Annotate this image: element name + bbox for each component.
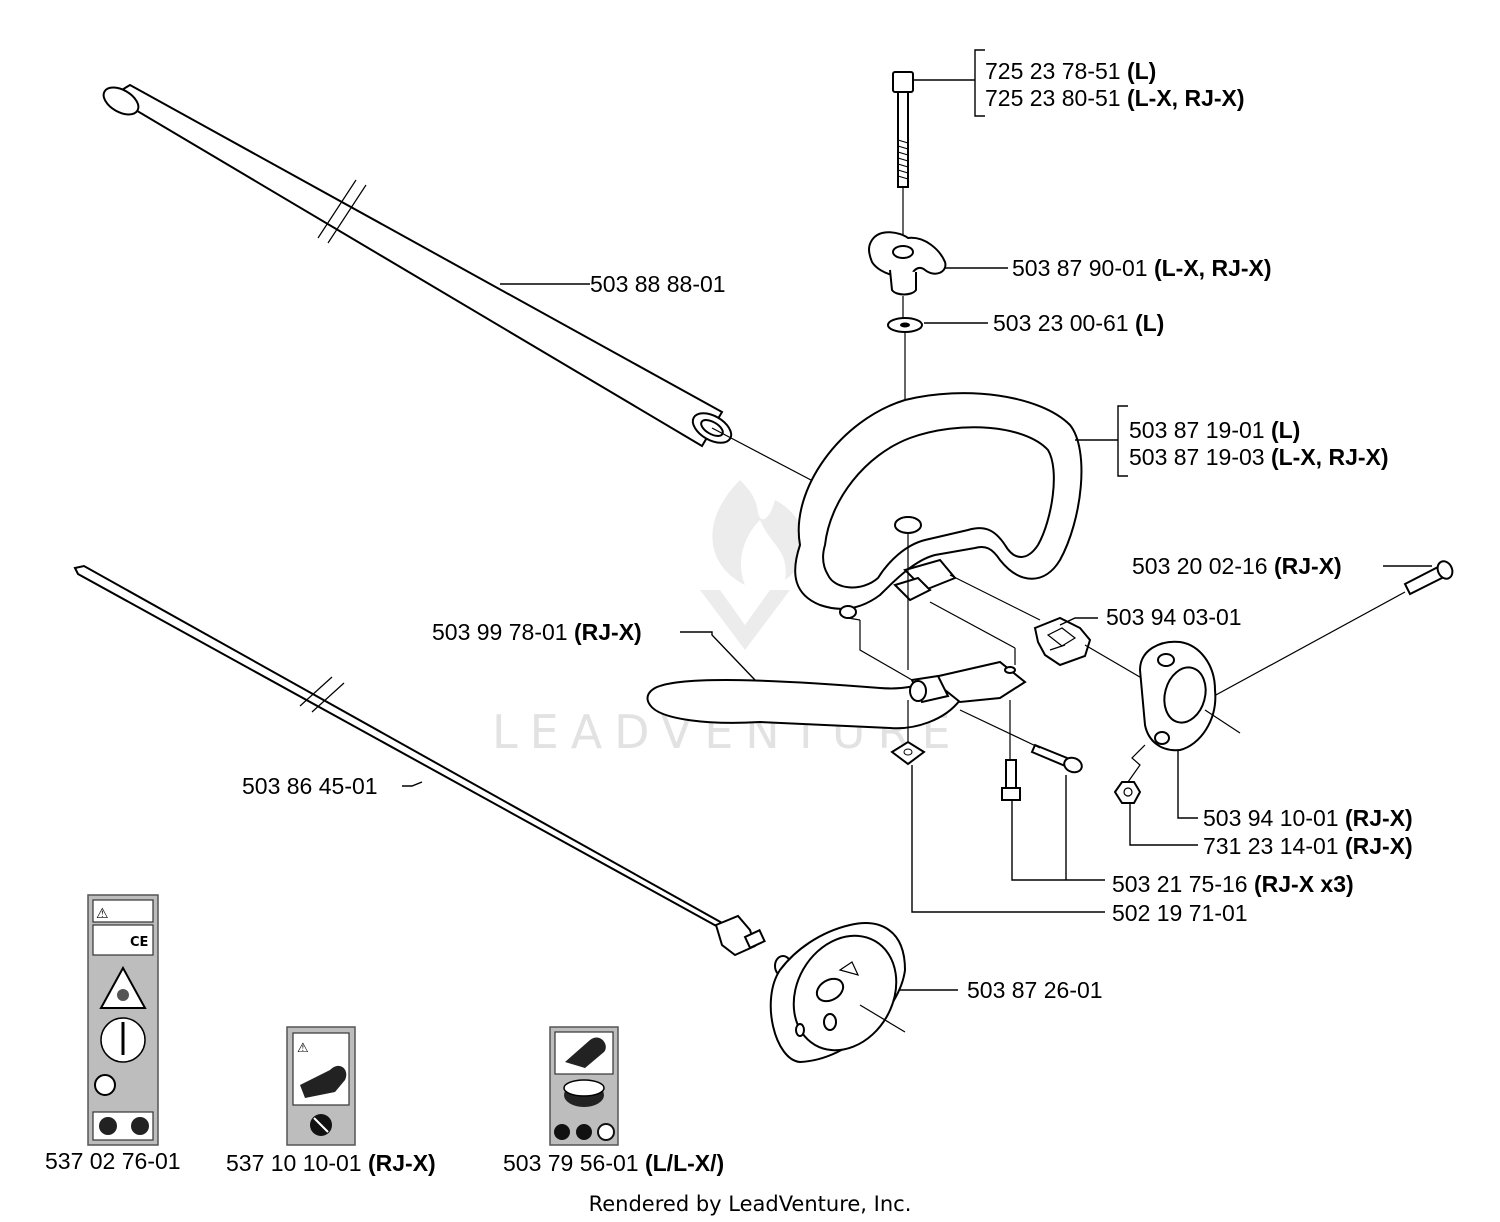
label-handle-1: 503 87 19-01 (L) <box>1129 417 1300 443</box>
part-square-nut <box>890 700 1105 913</box>
label-nut: 731 23 14-01 (RJ-X) <box>1203 833 1413 859</box>
label-tube: 503 88 88-01 <box>590 271 726 297</box>
warning-icon: ⚠ <box>297 1041 309 1056</box>
part-washer <box>887 317 988 410</box>
footer-credit: Rendered by LeadVenture, Inc. <box>589 1192 912 1216</box>
label-screw-rj: 503 20 02-16 (RJ-X) <box>1132 553 1342 579</box>
part-decal-1: ⚠ CE <box>87 894 159 1146</box>
ce-mark-icon: CE <box>130 935 148 950</box>
label-knob: 503 87 90-01 (L-X, RJ-X) <box>1012 255 1272 281</box>
spool-icon <box>94 1074 116 1096</box>
label-spacer: 503 94 03-01 <box>1106 604 1242 630</box>
label-clamp: 503 94 10-01 (RJ-X) <box>1203 805 1413 831</box>
safety-triangle-icon <box>99 965 147 1009</box>
label-decal-1: 537 02 76-01 <box>45 1148 181 1174</box>
part-clamp <box>1138 640 1241 819</box>
hedge-trimmer-icon <box>565 1037 606 1068</box>
label-screws: 503 21 75-16 (RJ-X x3) <box>1112 871 1354 897</box>
part-guard-bar <box>646 601 1027 730</box>
label-decal-3: 503 79 56-01 (L/L-X/) <box>503 1150 724 1176</box>
label-shaft: 503 86 45-01 <box>242 773 378 799</box>
part-screw-rj <box>1169 560 1454 721</box>
label-decal-2: 537 10 10-01 (RJ-X) <box>226 1150 436 1176</box>
part-knob <box>868 231 1008 320</box>
label-drum: 503 87 26-01 <box>967 977 1103 1003</box>
label-washer: 503 23 00-61 (L) <box>993 310 1164 336</box>
part-decal-2: ⚠ <box>286 1026 356 1146</box>
warning-icon: ⚠ <box>96 906 109 922</box>
part-tube <box>102 83 831 491</box>
prohibited-icon <box>554 1124 570 1140</box>
part-nut <box>1113 744 1198 846</box>
part-screws <box>959 700 1105 881</box>
watermark-v-icon <box>700 590 790 650</box>
part-bolt <box>892 49 985 235</box>
part-decal-3 <box>549 1026 619 1146</box>
watermark-flame-icon <box>712 480 806 585</box>
label-bolt-1: 725 23 78-51 (L) <box>985 58 1156 84</box>
hedge-trimmer-icon <box>300 1065 347 1098</box>
label-guard-bar: 503 99 78-01 (RJ-X) <box>432 619 642 645</box>
label-bolt-2: 725 23 80-51 (L-X, RJ-X) <box>985 85 1245 111</box>
part-spacer <box>1033 616 1146 681</box>
part-drum <box>769 922 958 1064</box>
label-square-nut: 502 19 71-01 <box>1112 900 1248 926</box>
part-handle <box>794 392 1128 670</box>
label-handle-2: 503 87 19-03 (L-X, RJ-X) <box>1129 444 1389 470</box>
